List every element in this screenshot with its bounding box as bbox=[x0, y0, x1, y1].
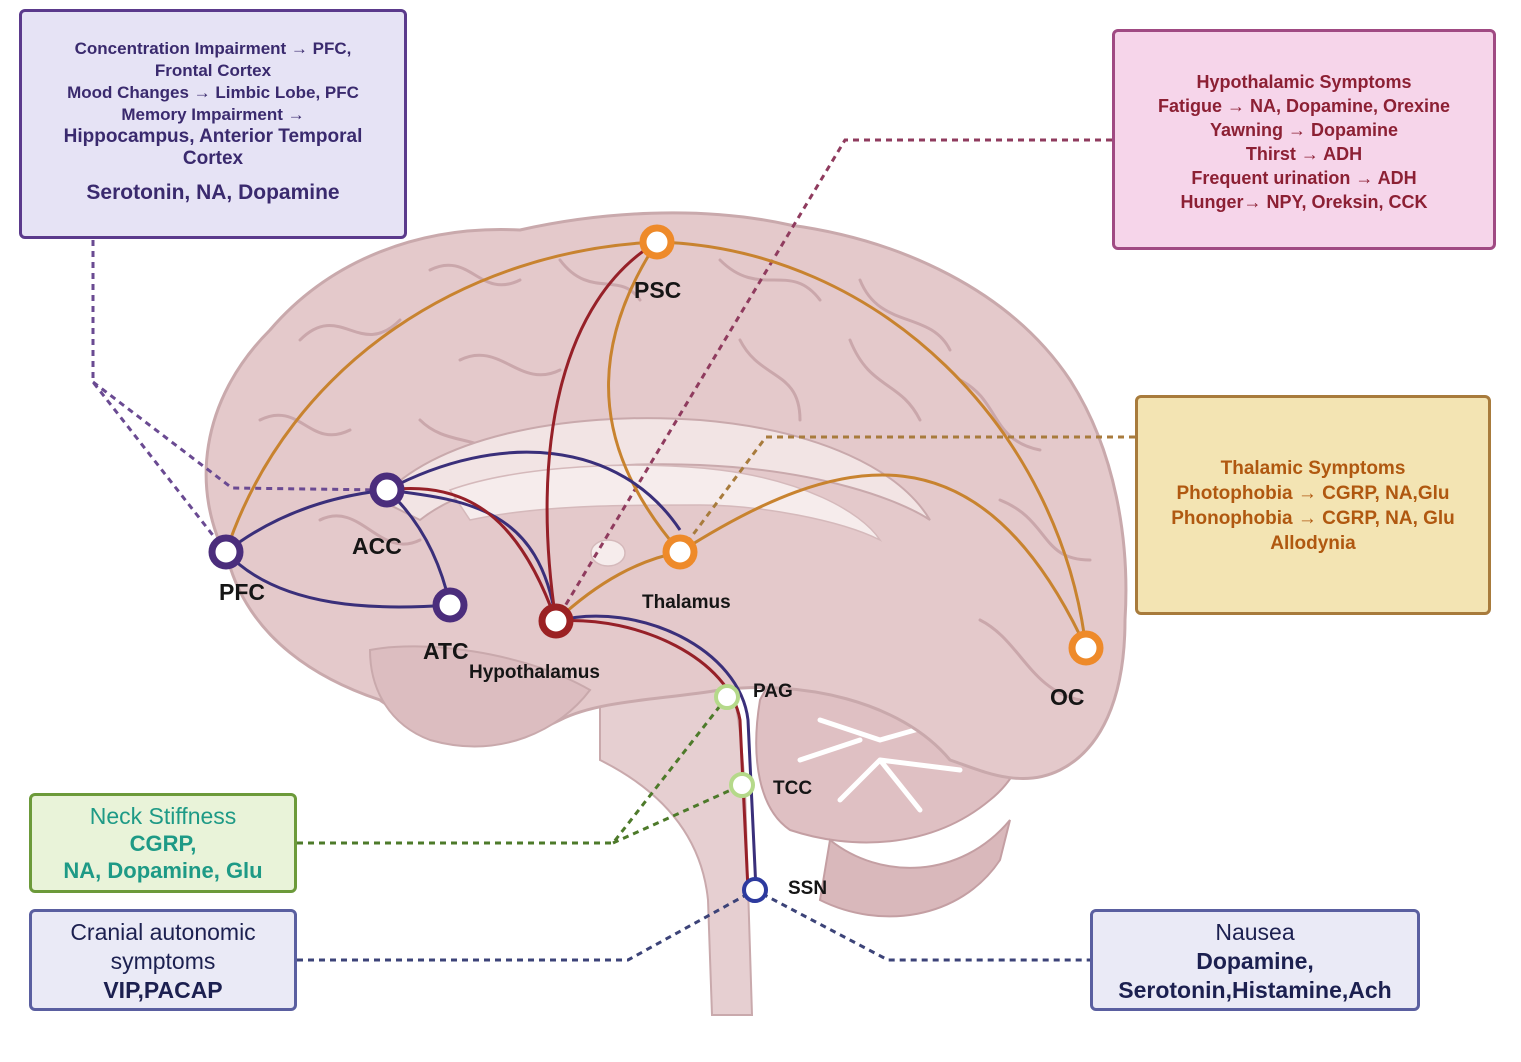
node-psc bbox=[639, 224, 675, 260]
label-pfc: PFC bbox=[219, 579, 265, 605]
neurotransmitters: Serotonin, NA, Dopamine bbox=[86, 181, 340, 204]
node-ssn bbox=[742, 877, 768, 903]
label-psc: PSC bbox=[634, 277, 682, 303]
box-line: Thirst → ADH bbox=[1245, 144, 1363, 164]
box-title: Thalamic Symptoms bbox=[1220, 458, 1406, 479]
box-line: Serotonin,Histamine,Ach bbox=[1118, 977, 1392, 1003]
box-line: CGRP, bbox=[129, 831, 197, 856]
nausea-box: Nausea Dopamine, Serotonin,Histamine,Ach bbox=[1090, 909, 1420, 1011]
cortex-symptoms-box: Concentration Impairment → PFC, Frontal … bbox=[19, 9, 407, 239]
cranial-autonomic-box: Cranial autonomic symptoms VIP,PACAP bbox=[29, 909, 297, 1011]
box-line: Concentration Impairment → PFC, bbox=[74, 39, 352, 58]
label-oc: OC bbox=[1050, 684, 1085, 710]
node-atc bbox=[432, 587, 468, 623]
box-line: Yawning → Dopamine bbox=[1209, 120, 1399, 140]
box-line: Cranial autonomic bbox=[70, 919, 256, 945]
label-hypothalamus: Hypothalamus bbox=[469, 662, 600, 683]
box-line: symptoms bbox=[110, 948, 216, 974]
box-line: Frequent urination → ADH bbox=[1191, 168, 1417, 188]
neurotransmitters: VIP,PACAP bbox=[103, 977, 223, 1003]
node-acc bbox=[369, 472, 405, 508]
box-title: Neck Stiffness bbox=[89, 803, 237, 829]
label-tcc: TCC bbox=[773, 778, 813, 799]
node-pag bbox=[714, 684, 740, 710]
node-oc bbox=[1068, 630, 1104, 666]
box-line: Allodynia bbox=[1270, 533, 1356, 554]
box-line: Fatigue → NA, Dopamine, Orexine bbox=[1157, 96, 1451, 116]
neck-stiffness-box: Neck Stiffness CGRP, NA, Dopamine, Glu bbox=[29, 793, 297, 893]
node-tcc bbox=[729, 772, 755, 798]
node-hypothalamus bbox=[538, 603, 574, 639]
box-line: NA, Dopamine, Glu bbox=[63, 858, 263, 883]
box-line: Dopamine, bbox=[1196, 948, 1314, 974]
box-line: Photophobia → CGRP, NA,Glu bbox=[1176, 483, 1450, 504]
thalamic-symptoms-box: Thalamic Symptoms Photophobia → CGRP, NA… bbox=[1135, 395, 1491, 615]
label-pag: PAG bbox=[753, 681, 793, 702]
label-ssn: SSN bbox=[788, 878, 828, 899]
box-line: Hippocampus, Anterior Temporal bbox=[63, 126, 363, 147]
box-line: Hunger→ NPY, Oreksin, CCK bbox=[1180, 192, 1428, 212]
node-pfc bbox=[208, 534, 244, 570]
label-thalamus: Thalamus bbox=[642, 592, 731, 613]
box-line: Phonophobia → CGRP, NA, Glu bbox=[1171, 508, 1455, 529]
label-acc: ACC bbox=[352, 533, 402, 559]
box-line: Memory Impairment → bbox=[121, 105, 305, 124]
box-line: Cortex bbox=[182, 148, 244, 169]
box-title: Hypothalamic Symptoms bbox=[1196, 72, 1412, 92]
label-atc: ATC bbox=[423, 638, 469, 664]
node-thalamus bbox=[662, 534, 698, 570]
box-title: Nausea bbox=[1215, 919, 1295, 945]
box-line: Mood Changes → Limbic Lobe, PFC bbox=[67, 83, 359, 102]
hypothalamic-symptoms-box: Hypothalamic Symptoms Fatigue → NA, Dopa… bbox=[1112, 29, 1496, 250]
box-line: Frontal Cortex bbox=[154, 61, 272, 80]
